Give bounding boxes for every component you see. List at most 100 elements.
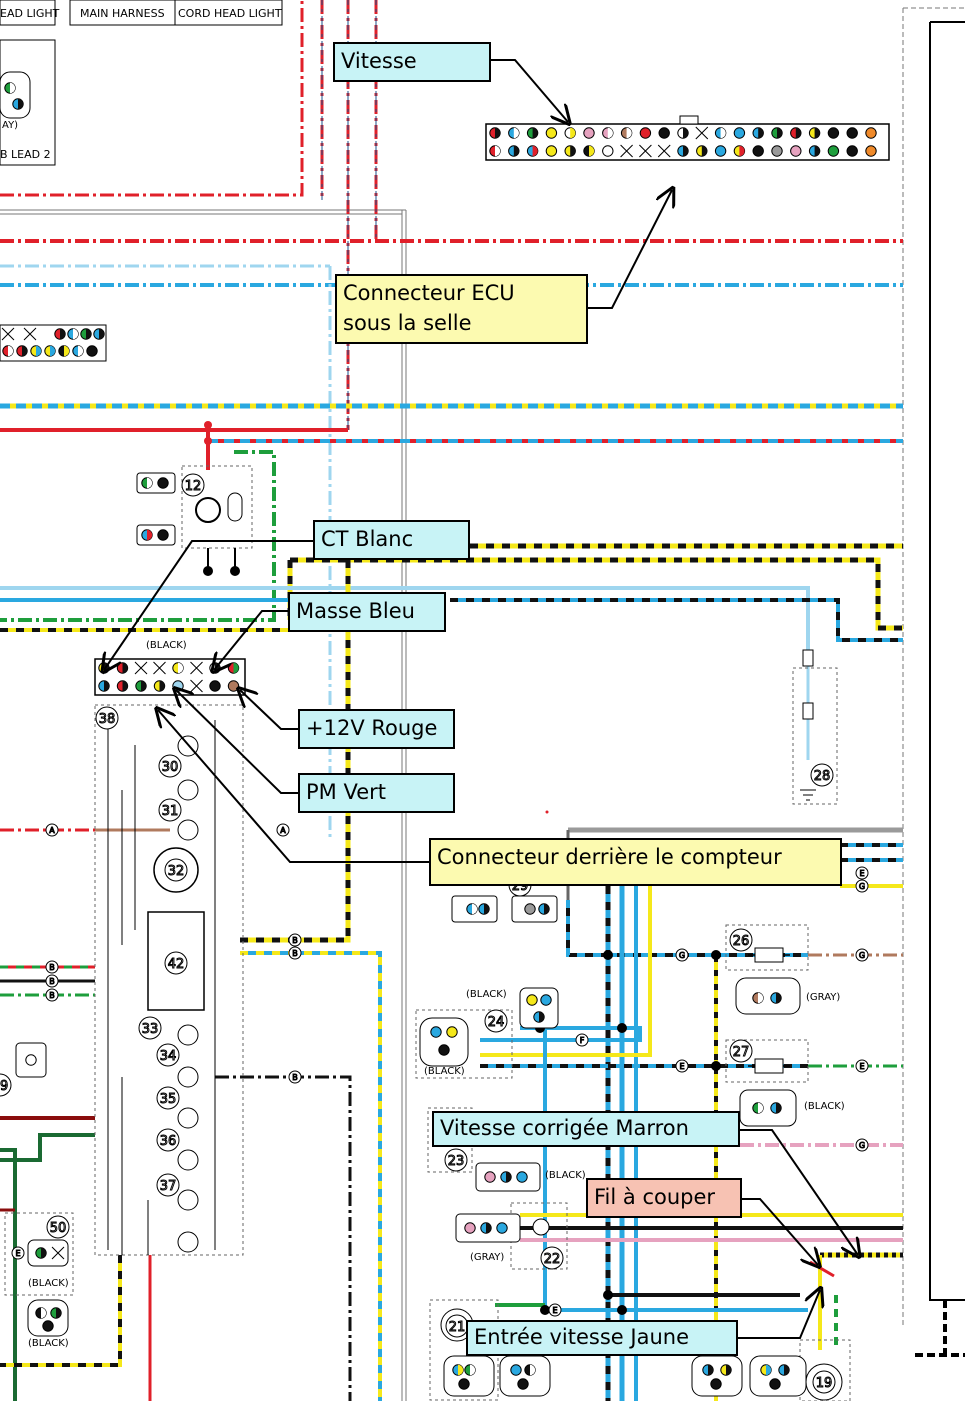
header-sub-lead: B LEAD 2 — [0, 148, 51, 161]
ecu-pin — [583, 145, 595, 157]
ecu-pin — [508, 145, 520, 157]
meter-pin — [209, 680, 221, 692]
wire-ref-G: G — [859, 951, 865, 960]
wire-ref-B: B — [292, 936, 298, 945]
svg-text:36: 36 — [160, 1134, 177, 1149]
svg-text:33: 33 — [142, 1022, 159, 1037]
component-24-label: 24 — [484, 1009, 508, 1033]
meter-connector — [94, 658, 246, 696]
component-31-label: 31 — [158, 798, 182, 822]
connector-pin — [752, 992, 764, 1004]
empty-pin — [1, 327, 15, 341]
component-12-label: 12 — [181, 473, 205, 497]
connector-pin — [438, 1044, 450, 1056]
ecu-pin — [846, 127, 858, 139]
empty-pin — [695, 126, 709, 140]
component-32-label: 32 — [164, 858, 188, 882]
aux-pin — [67, 328, 79, 340]
aux-pin — [30, 345, 42, 357]
meter-pin — [98, 680, 110, 692]
ecu-pin — [827, 127, 840, 139]
callout-vitesse: Vitesse — [333, 42, 491, 82]
ecu-pin — [489, 127, 501, 139]
ecu-pin — [752, 127, 764, 139]
ecu-pin — [733, 145, 746, 157]
meter-connector-color: (BLACK) — [146, 640, 187, 651]
svg-text:42: 42 — [168, 957, 185, 972]
connector-pin — [484, 1171, 496, 1183]
connector-22-color: (GRAY) — [470, 1252, 505, 1263]
wire-ref-G: G — [679, 951, 685, 960]
ecu-pin — [677, 127, 689, 139]
component-26-label: 26 — [729, 928, 753, 952]
svg-text:38: 38 — [99, 712, 116, 727]
connector-pin — [157, 529, 169, 541]
wire-ref-E: E — [679, 1062, 684, 1071]
component-34-label: 34 — [156, 1043, 180, 1067]
connector-pin — [466, 903, 478, 915]
component-30-label: 30 — [158, 754, 182, 778]
wire-ref-A: A — [49, 826, 55, 835]
svg-text:27: 27 — [733, 1045, 750, 1060]
meter-pin — [172, 662, 184, 674]
ecu-pin — [602, 145, 614, 157]
connector-pin — [710, 1378, 722, 1390]
wire-ref-E: E — [859, 1062, 864, 1071]
connector-pin — [446, 1026, 458, 1038]
ecu-pin — [564, 127, 576, 139]
connector-pin — [516, 1171, 528, 1183]
component-28-label: 28 — [810, 763, 834, 787]
component-50-label: 50 — [46, 1215, 70, 1239]
svg-text:28: 28 — [814, 769, 831, 784]
gray-label-partial: AY) — [2, 120, 19, 131]
connector-pin — [50, 1307, 62, 1319]
svg-text:26: 26 — [733, 934, 750, 949]
ecu-pin — [790, 127, 802, 139]
connector-24-color: (BLACK) — [424, 1066, 465, 1077]
ecu-pin — [489, 145, 501, 157]
empty-pin — [23, 327, 37, 341]
connector-pin — [430, 1026, 442, 1038]
ecu-pin — [733, 127, 746, 139]
ecu-pin — [508, 127, 520, 139]
component-38-label: 38 — [95, 706, 119, 730]
ecu-pin — [639, 127, 652, 139]
callout-fil-a-couper: Fil à couper — [586, 1178, 742, 1218]
callout-entree-vitesse: Entrée vitesse Jaune — [466, 1320, 738, 1356]
wire-ref-B: B — [49, 963, 55, 972]
connector-pin — [157, 477, 169, 489]
connector-pin — [524, 1364, 536, 1376]
ecu-pin — [658, 127, 670, 139]
callout-vitesse-corrigee: Vitesse corrigée Marron — [432, 1111, 740, 1147]
connector-50b-color: (BLACK) — [28, 1338, 69, 1349]
svg-text:35: 35 — [160, 1092, 177, 1107]
connector-pin — [35, 1247, 47, 1259]
wire-ref-E: E — [15, 1249, 20, 1258]
meter-pin — [116, 680, 129, 692]
ecu-pin — [752, 145, 764, 157]
aux-pin — [2, 345, 14, 357]
aux-pin — [72, 345, 84, 357]
connector-pin — [42, 1320, 54, 1332]
connector-pin — [524, 903, 536, 915]
empty-pin — [620, 144, 633, 158]
header-main-harness: MAIN HARNESS — [80, 7, 165, 20]
header-lead-light: EAD LIGHT — [0, 7, 60, 20]
ecu-pin — [526, 127, 539, 139]
empty-pin — [190, 661, 203, 675]
ecu-pin — [602, 127, 614, 139]
ecu-pin — [808, 145, 821, 157]
aux-pin — [16, 345, 28, 357]
aux-pin — [44, 345, 56, 357]
connector-pin — [500, 1171, 512, 1183]
svg-text:24: 24 — [488, 1015, 505, 1030]
connector-pin — [760, 1364, 772, 1376]
connector-pin — [141, 529, 153, 541]
wire-ref-G: G — [859, 1141, 865, 1150]
callout-ct-blanc: CT Blanc — [313, 520, 470, 560]
aux-pin — [54, 328, 66, 340]
connector-pin — [464, 1364, 476, 1376]
meter-pin — [172, 680, 184, 692]
